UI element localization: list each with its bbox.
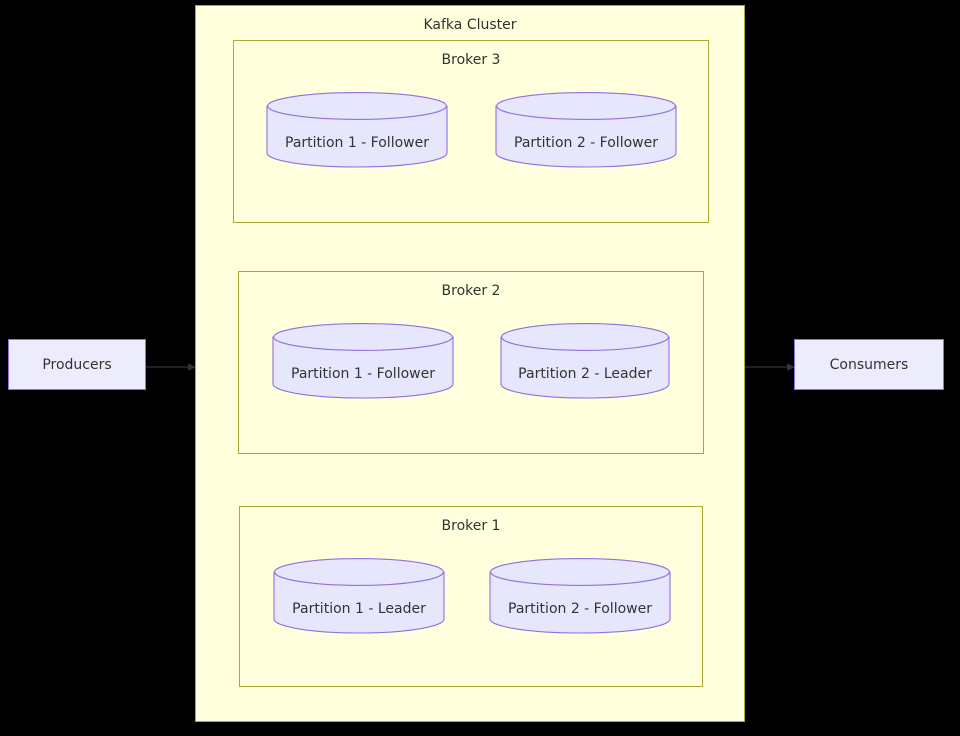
broker-1-partition-2-cylinder[interactable]: Partition 2 - Follower	[489, 558, 671, 634]
consumers-label: Consumers	[829, 356, 909, 373]
broker-1-container: Broker 1 Partition 1 - Leader Partition …	[239, 506, 703, 687]
broker-2-partition-1-label: Partition 1 - Follower	[291, 366, 435, 382]
broker-1-partition-2-label: Partition 2 - Follower	[508, 601, 652, 617]
broker-3-partition-2-cylinder[interactable]: Partition 2 - Follower	[495, 92, 677, 168]
broker-1-title: Broker 1	[441, 518, 501, 534]
producers-node[interactable]: Producers	[8, 339, 146, 390]
broker-2-partition-2-cylinder[interactable]: Partition 2 - Leader	[500, 323, 670, 399]
broker-1-partition-1-cylinder[interactable]: Partition 1 - Leader	[273, 558, 445, 634]
producers-label: Producers	[42, 356, 112, 373]
broker-3-partition-1-label: Partition 1 - Follower	[285, 135, 429, 151]
broker-3-container: Broker 3 Partition 1 - Follower Partitio…	[233, 40, 709, 223]
broker-3-title: Broker 3	[441, 52, 501, 68]
broker-2-partition-2-label: Partition 2 - Leader	[518, 366, 652, 382]
broker-3-partition-2-label: Partition 2 - Follower	[514, 135, 658, 151]
arrow-producers-to-cluster	[146, 358, 196, 371]
broker-2-title: Broker 2	[441, 283, 501, 299]
arrow-cluster-to-consumers	[745, 358, 795, 371]
consumers-node[interactable]: Consumers	[794, 339, 944, 390]
cluster-title: Kafka Cluster	[423, 17, 517, 33]
broker-2-partition-1-cylinder[interactable]: Partition 1 - Follower	[272, 323, 454, 399]
broker-3-partition-1-cylinder[interactable]: Partition 1 - Follower	[266, 92, 448, 168]
broker-2-container: Broker 2 Partition 1 - Follower Partitio…	[238, 271, 704, 454]
broker-1-partition-1-label: Partition 1 - Leader	[292, 601, 426, 617]
